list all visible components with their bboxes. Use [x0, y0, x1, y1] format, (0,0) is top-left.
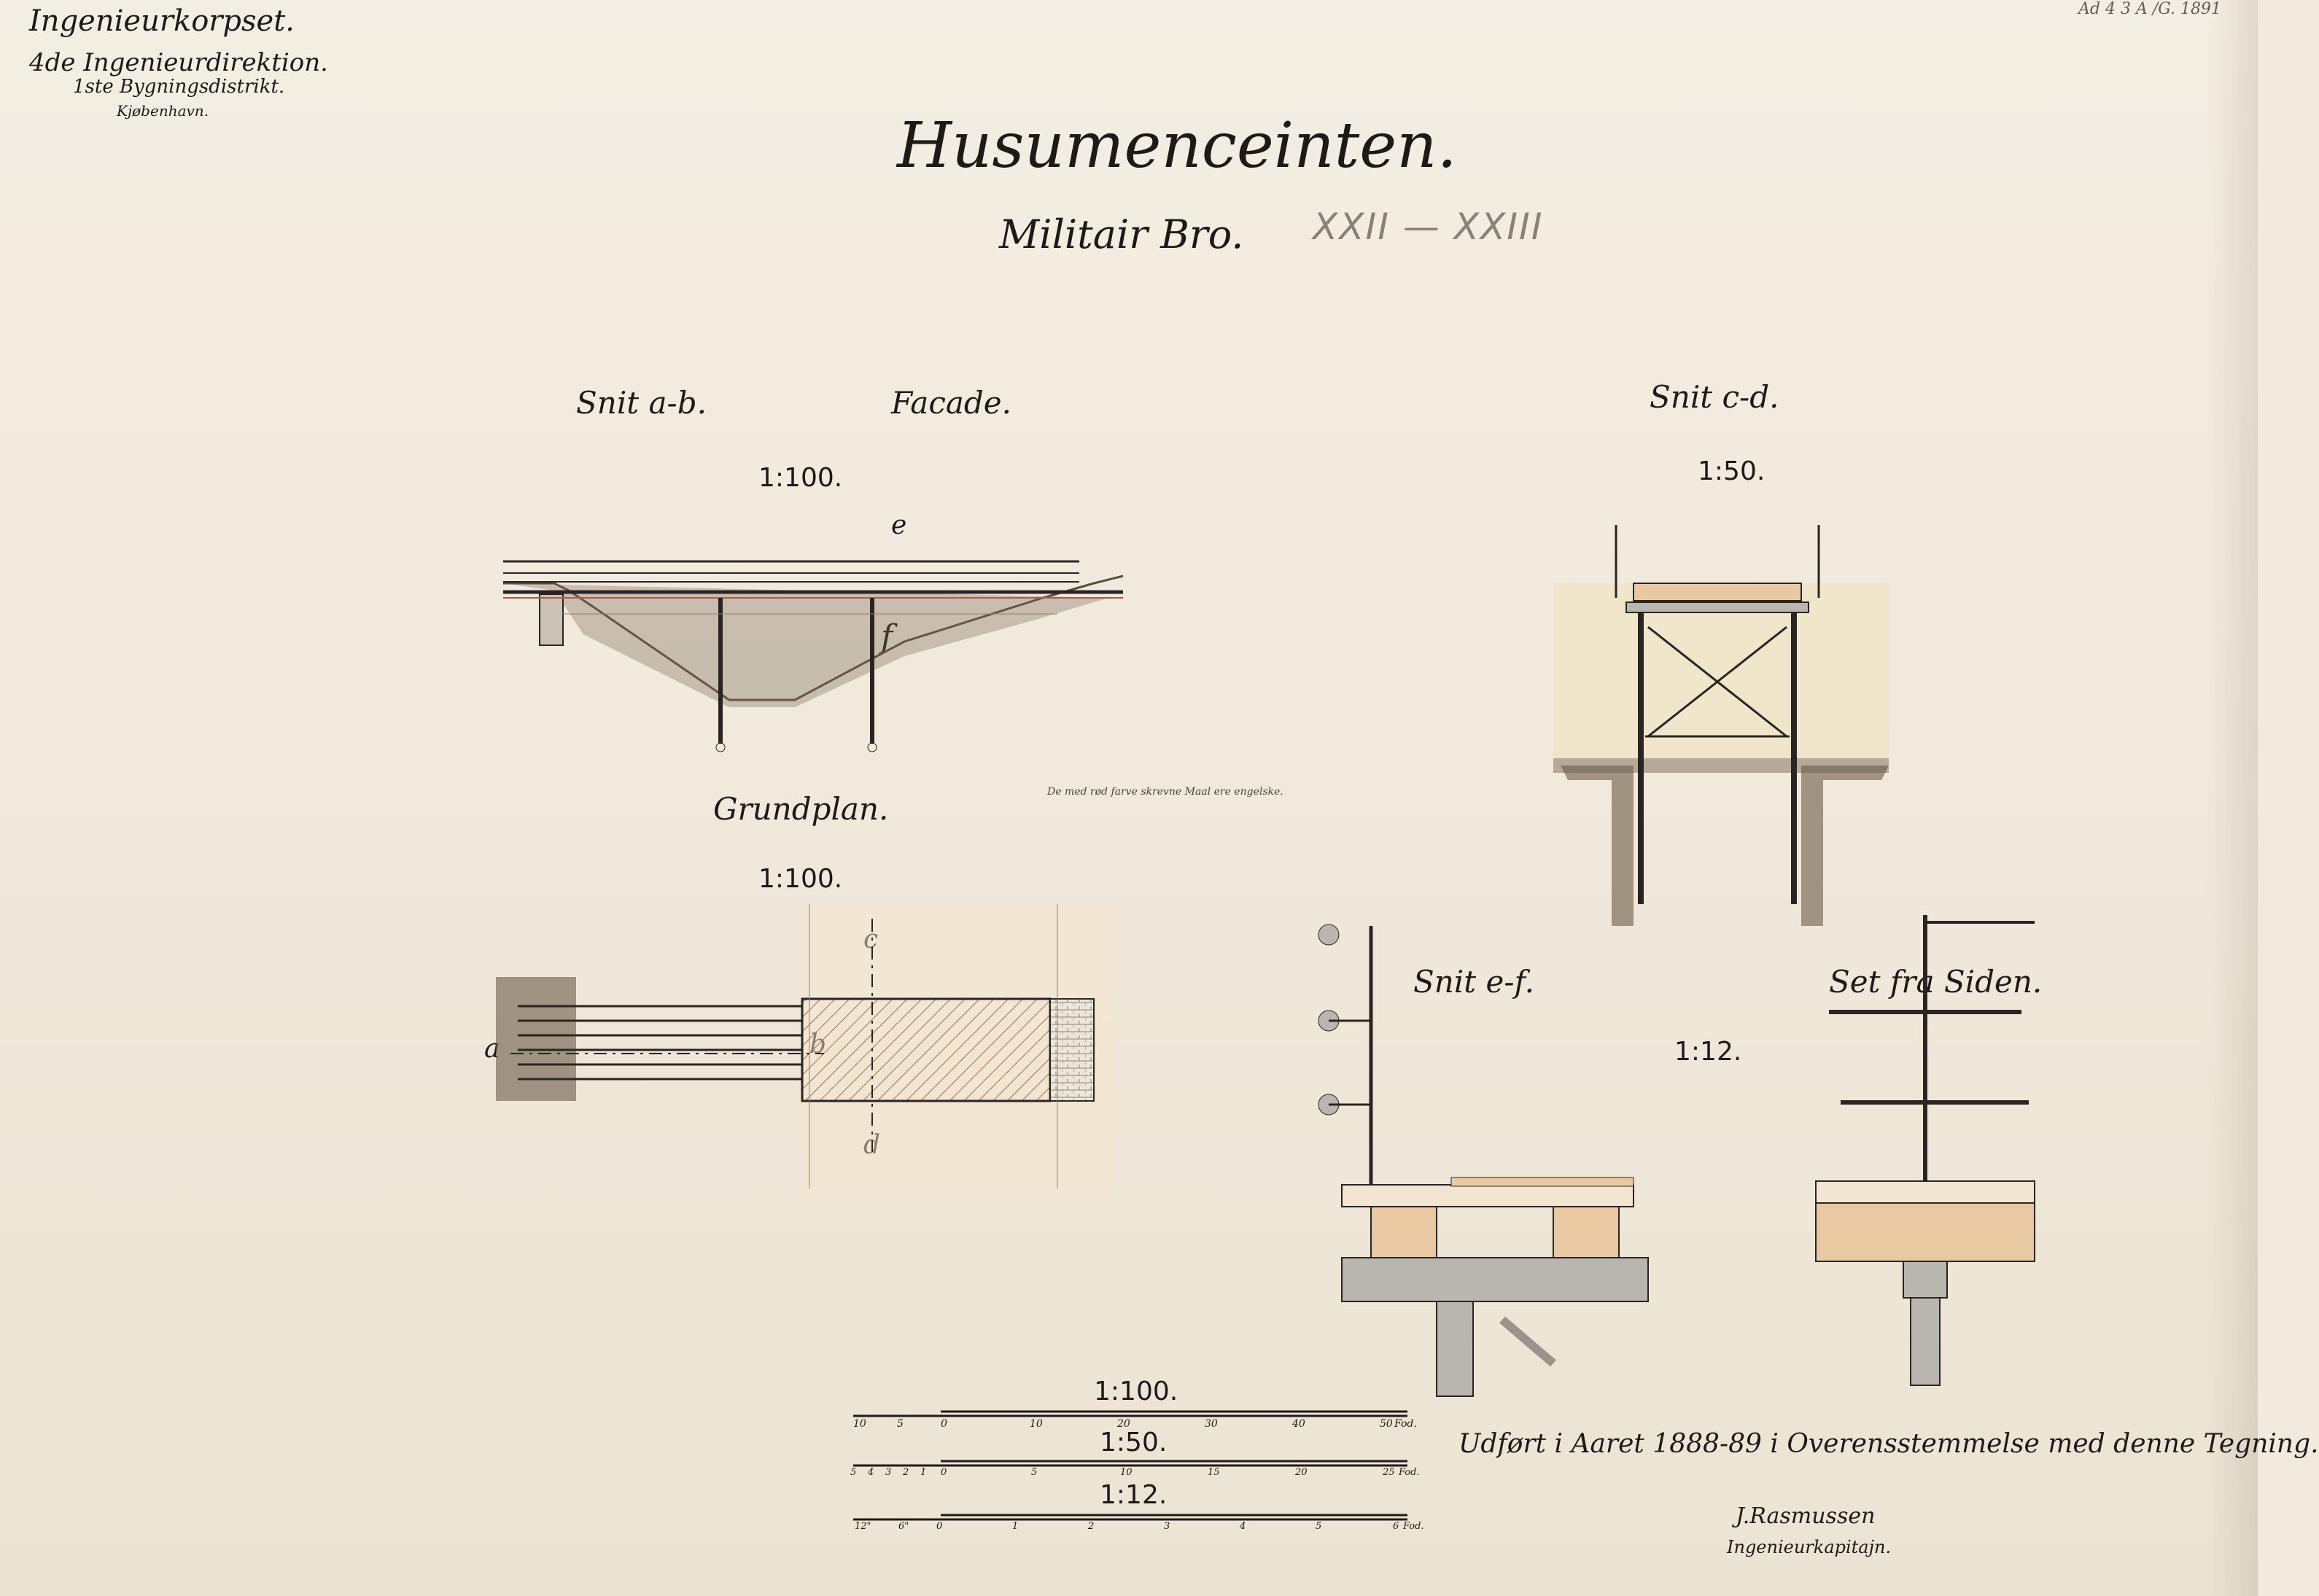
scalebar-12-unit: Fod. — [1403, 1521, 1424, 1532]
scalebar-50-tick-0: 0 — [941, 1467, 947, 1478]
scalebar-100-tick-40: 40 — [1292, 1418, 1305, 1430]
header-direction: 4de Ingenieurdirektion. — [29, 48, 328, 77]
scalebar-50-tick-1: 1 — [920, 1467, 927, 1478]
scalebar-50-tick-5l: 5 — [850, 1467, 857, 1478]
view-title-facade: Facade. — [891, 385, 1011, 421]
scalebar-50-tick-15: 15 — [1208, 1467, 1220, 1478]
detail-scale: 1:12. — [1674, 1037, 1742, 1067]
scalebar-50-tick-25: 25 — [1383, 1467, 1395, 1478]
scalebar-12-tick-0: 0 — [936, 1521, 943, 1532]
scalebar-50-tick-5: 5 — [1031, 1467, 1038, 1478]
scalebar-100-label: 1:100. — [1094, 1377, 1178, 1406]
scalebar-12-tick-5: 5 — [1316, 1521, 1322, 1532]
view-title-snit-ef: Snit e-f. — [1413, 964, 1534, 1000]
signature-name: J.Rasmussen — [1736, 1503, 1876, 1529]
section-ef — [1318, 924, 1649, 1397]
scalebar-100-tick-0: 0 — [941, 1418, 947, 1430]
scalebar-50-tick-2: 2 — [903, 1467, 909, 1478]
technical-drawing — [496, 525, 2035, 1521]
header-corps: Ingenieurkorpset. — [29, 4, 295, 38]
scalebar-100-tick-50: 50 — [1380, 1418, 1393, 1430]
scalebar-100-unit: Fod. — [1394, 1418, 1417, 1430]
drawing-subtitle: Militair Bro. — [999, 211, 1244, 257]
scalebar-12-tick-4: 4 — [1240, 1521, 1246, 1532]
scalebar-12-tick-6: 6 — [1393, 1521, 1399, 1532]
ground-plan — [496, 904, 1116, 1196]
scalebar-50-tick-3: 3 — [885, 1467, 892, 1478]
header-city: Kjøbenhavn. — [117, 102, 209, 120]
scalebar-50-unit: Fod. — [1399, 1467, 1420, 1478]
scalebar-100-tick-30: 30 — [1205, 1418, 1218, 1430]
scalebar-12-tick-2: 2 — [1088, 1521, 1095, 1532]
signature-rank: Ingenieurkapitajn. — [1727, 1537, 1892, 1557]
section-letter-e: e — [891, 510, 907, 540]
scalebar-12-label: 1:12. — [1100, 1480, 1168, 1510]
execution-note: Udført i Aaret 1888-89 i Overensstemmels… — [1458, 1429, 2319, 1459]
grundplan-scale: 1:100. — [758, 864, 843, 894]
snit-cd-scale: 1:50. — [1698, 456, 1766, 486]
scalebar-50-tick-20: 20 — [1295, 1467, 1308, 1478]
section-cd — [1553, 525, 1889, 926]
view-title-set-fra-siden: Set fra Siden. — [1829, 964, 2043, 1000]
section-letter-f: f — [881, 618, 893, 655]
archive-mark: Ad 4 3 A /G. 1891 — [2078, 0, 2221, 18]
scalebar-50-tick-10: 10 — [1120, 1467, 1133, 1478]
scalebar-12-tick-12in: 12" — [855, 1521, 871, 1532]
scalebar-100-tick-10l: 10 — [853, 1418, 866, 1430]
scalebar-100-tick-20: 20 — [1117, 1418, 1130, 1430]
facade-scale: 1:100. — [758, 463, 843, 493]
scalebar-100-tick-10: 10 — [1030, 1418, 1043, 1430]
drawing-sheet — [0, 0, 2258, 1596]
scalebar-12-tick-1: 1 — [1012, 1521, 1019, 1532]
facade-elevation — [503, 560, 1124, 752]
view-title-snit-cd: Snit c-d. — [1650, 379, 1779, 415]
scale-bars — [853, 1410, 1407, 1521]
header-district: 1ste Bygningsdistrikt. — [73, 76, 285, 98]
scalebar-100-tick-5: 5 — [897, 1418, 904, 1430]
pencil-annotation: XXII — XXIII — [1313, 206, 1544, 248]
view-title-grundplan: Grundplan. — [713, 791, 889, 827]
scalebar-50-label: 1:50. — [1100, 1428, 1168, 1457]
scalebar-12-tick-3: 3 — [1164, 1521, 1170, 1532]
scalebar-12-tick-6in: 6" — [898, 1521, 909, 1532]
scalebar-50-tick-4: 4 — [868, 1467, 874, 1478]
units-note: De med rød farve skrevne Maal ere engels… — [1047, 786, 1283, 798]
view-title-snit-ab: Snit a-b. — [576, 385, 707, 421]
side-view — [1815, 915, 2035, 1386]
drawing-title: Husumenceinten. — [897, 109, 1457, 182]
